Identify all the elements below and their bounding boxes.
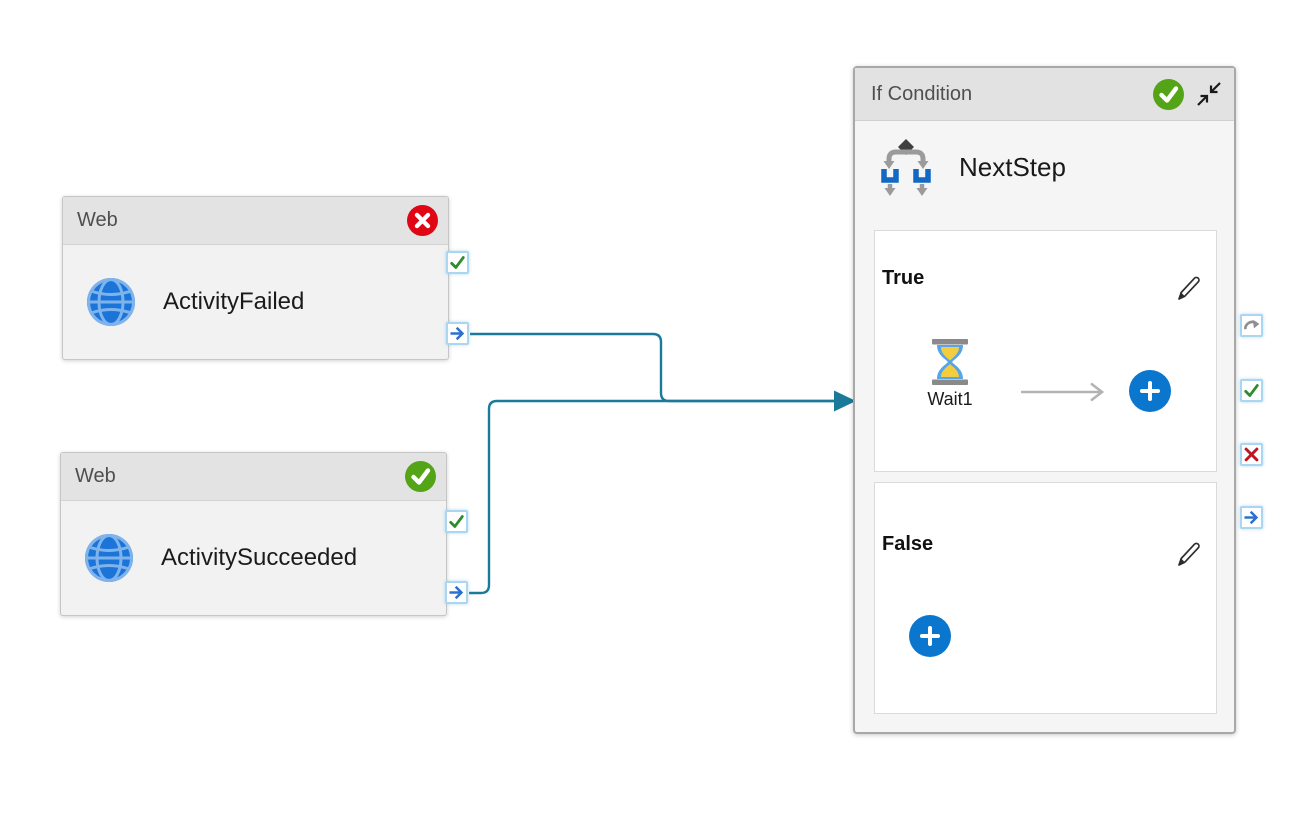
- web-activity-icon: [83, 532, 135, 584]
- false-branch-label: False: [882, 533, 934, 555]
- collapse-icon[interactable]: [1196, 81, 1222, 107]
- activity-if-condition[interactable]: If Condition: [853, 66, 1236, 734]
- if-condition-failure-port[interactable]: [1240, 443, 1263, 466]
- web-succeeded-success-port[interactable]: [445, 510, 468, 533]
- activity-name: ActivitySucceeded: [161, 544, 358, 571]
- if-condition-completion-port[interactable]: [1240, 506, 1263, 529]
- add-activity-false-button[interactable]: [909, 615, 951, 657]
- true-branch-label: True: [882, 267, 925, 289]
- activity-body: ActivitySucceeded: [61, 501, 446, 615]
- activity-name: NextStep: [959, 151, 1066, 182]
- false-branch-panel[interactable]: False: [874, 482, 1217, 714]
- web-succeeded-output-port[interactable]: [445, 581, 468, 604]
- next-activity-arrow: [1021, 382, 1105, 402]
- if-condition-title-row: NextStep: [879, 138, 1066, 196]
- activity-type-label: Web: [75, 465, 116, 487]
- wait-activity-name: Wait1: [927, 389, 973, 409]
- hourglass-icon: [932, 339, 968, 385]
- web-failed-output-port[interactable]: [446, 322, 469, 345]
- succeeded-status-icon: [1153, 78, 1184, 110]
- edit-true-branch-pencil-icon[interactable]: [1172, 273, 1200, 303]
- activity-type-label: Web: [77, 209, 118, 231]
- activity-body: ActivityFailed: [63, 245, 448, 359]
- if-condition-skipped-port[interactable]: [1240, 314, 1263, 337]
- succeeded-status-icon: [405, 461, 436, 492]
- web-failed-success-port[interactable]: [446, 251, 469, 274]
- activity-name: ActivityFailed: [163, 288, 305, 315]
- edit-false-branch-pencil-icon[interactable]: [1172, 539, 1200, 569]
- web-activity-icon: [85, 276, 137, 328]
- activity-web-succeeded[interactable]: Web Activit: [60, 452, 447, 616]
- if-condition-icon: [879, 138, 933, 196]
- activity-header: Web: [61, 453, 446, 501]
- activity-type-label: If Condition: [871, 82, 973, 105]
- activity-header: Web: [63, 197, 448, 245]
- wait-activity-node[interactable]: Wait1: [910, 339, 990, 410]
- if-condition-header: If Condition: [855, 68, 1234, 121]
- activity-web-failed[interactable]: Web Activit: [62, 196, 449, 360]
- failed-status-icon: [407, 205, 438, 236]
- true-branch-panel[interactable]: True Wait1: [874, 230, 1217, 472]
- add-activity-true-button[interactable]: [1129, 370, 1171, 412]
- if-condition-success-port[interactable]: [1240, 379, 1263, 402]
